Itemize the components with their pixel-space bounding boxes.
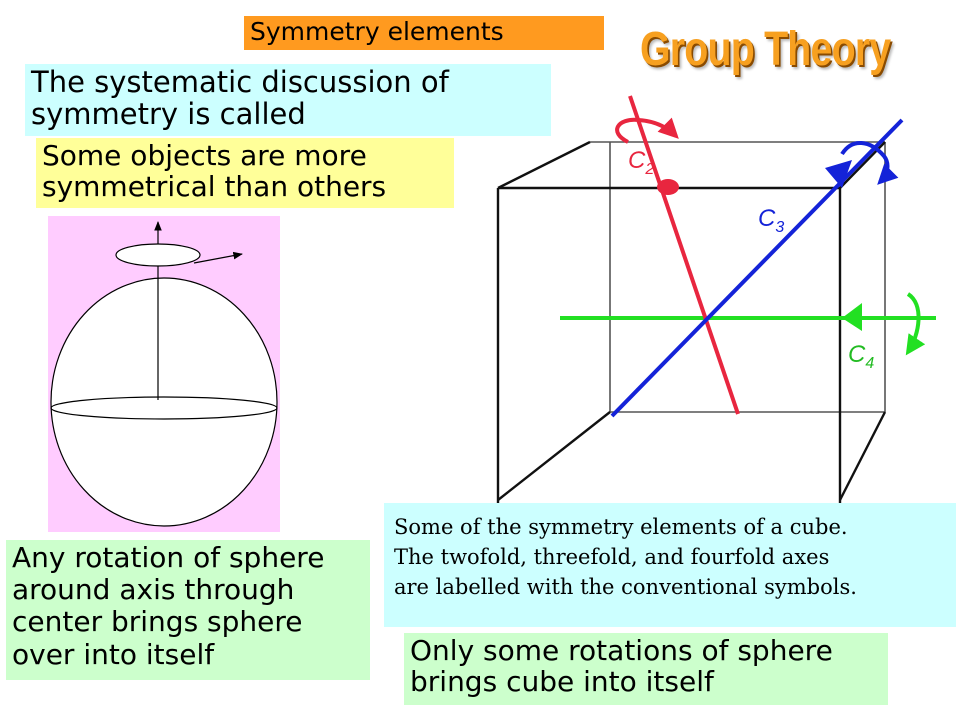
c3-label: C3 (758, 205, 784, 236)
intro-line-2: symmetry is called (31, 97, 306, 132)
c4-rotation-arrow (905, 292, 926, 356)
sphere-equator (50, 396, 278, 420)
sphere-note-line-1: Any rotation of sphere (12, 541, 325, 574)
c3-axis-marker (825, 160, 852, 188)
cube-caption-line-2: The twofold, threefold, and fourfold axe… (394, 544, 830, 569)
objects-line-2: symmetrical than others (42, 170, 387, 204)
sphere-note-line-3: center brings sphere (12, 605, 303, 639)
sphere-note-line-4: over into itself (12, 637, 215, 671)
rotation-direction-arrow (193, 251, 243, 264)
c2-rotation-arrow (615, 117, 679, 144)
objects-symmetry-box: Some objects are more symmetrical than o… (36, 138, 454, 208)
c2-label: C2 (628, 147, 654, 178)
cube-symmetry-diagram: C2 C3 C4 (496, 95, 936, 510)
c2-axis-marker (657, 179, 679, 195)
sphere-rotation-note: Any rotation of sphere around axis throu… (6, 540, 370, 680)
c4-label: C4 (848, 341, 874, 372)
c3-axis (610, 118, 904, 418)
cube-caption-line-1: Some of the symmetry elements of a cube. (394, 515, 848, 539)
sphere-note-line-2: around axis through (12, 573, 295, 607)
objects-line-1: Some objects are more (42, 139, 367, 172)
cube-rotation-note: Only some rotations of sphere brings cub… (404, 633, 888, 705)
c4-axis-marker (842, 303, 862, 331)
sphere-diagram (50, 221, 278, 527)
rotation-ring (115, 243, 201, 267)
symmetry-elements-text: Symmetry elements (250, 17, 504, 46)
intro-text-box: The systematic discussion of symmetry is… (25, 64, 551, 136)
c2-axis (628, 95, 740, 415)
cube-rot-line-1: Only some rotations of sphere (410, 634, 833, 667)
intro-line-1: The systematic discussion of (31, 65, 449, 99)
symmetry-elements-title: Symmetry elements (244, 16, 604, 50)
sphere-illustration-panel (48, 216, 280, 532)
cube-caption-box: Some of the symmetry elements of a cube.… (384, 503, 956, 627)
group-theory-heading: Group Theory (640, 23, 891, 76)
cube-rot-line-2: brings cube into itself (410, 665, 714, 699)
cube-caption-line-3: are labelled with the conventional symbo… (394, 574, 857, 599)
c3-rotation-arrow (840, 141, 899, 185)
sphere-outline (50, 277, 278, 527)
